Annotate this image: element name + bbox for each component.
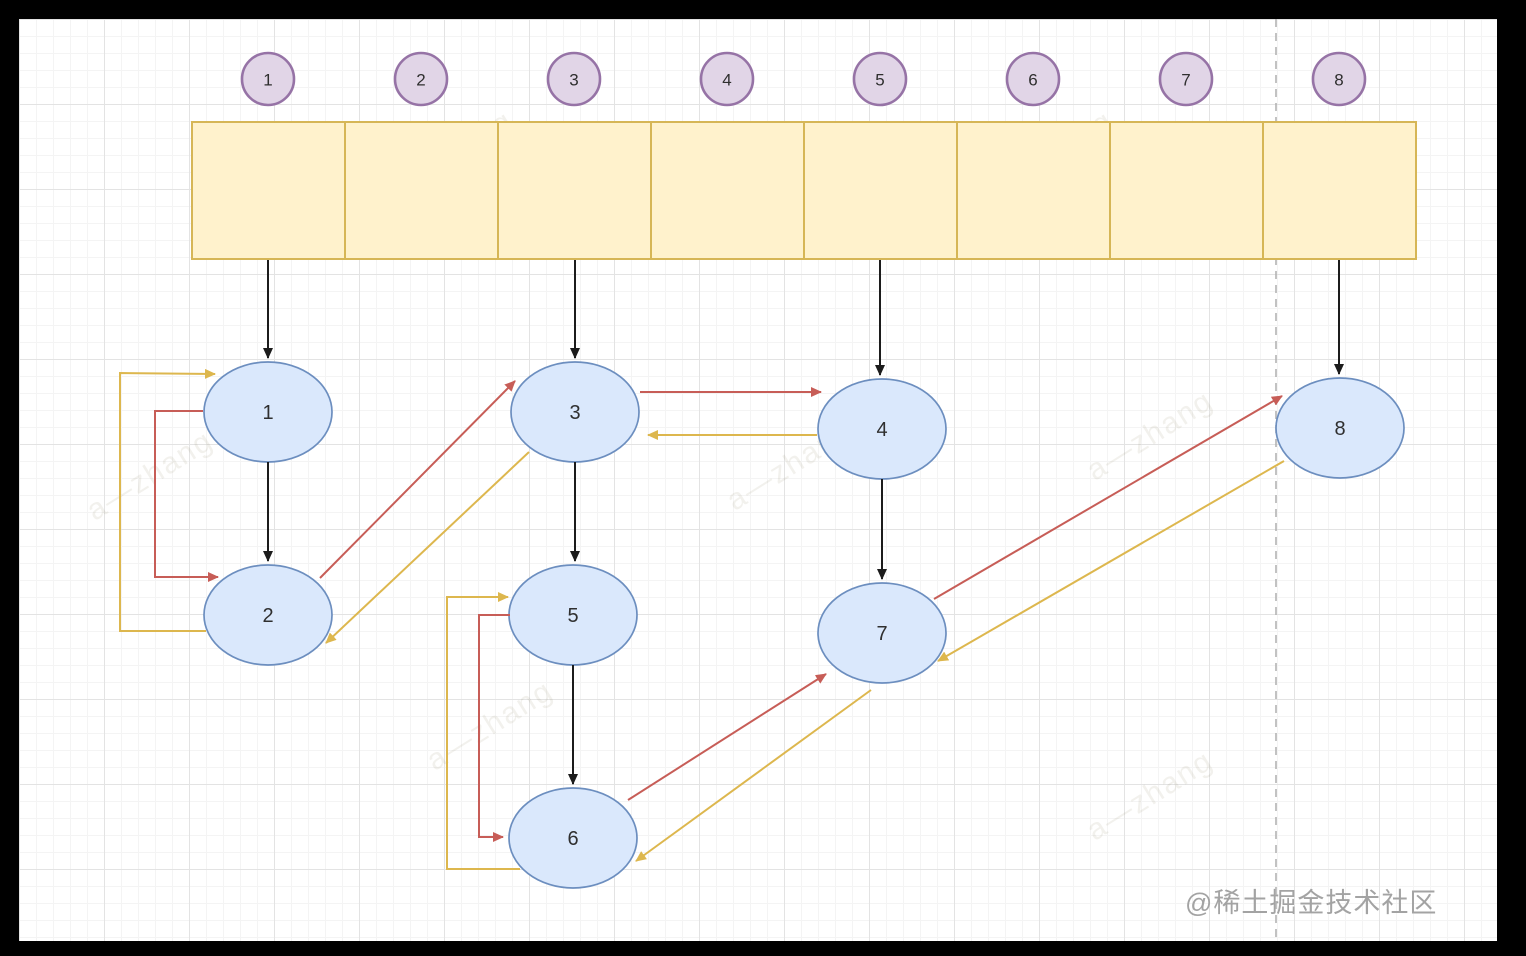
node-3: 3 xyxy=(510,361,640,463)
node-6: 6 xyxy=(508,787,638,889)
index-circle-2: 2 xyxy=(393,51,449,107)
index-circle-label: 8 xyxy=(1334,71,1343,90)
edge-prev-3-2 xyxy=(325,451,530,644)
index-circle-label: 6 xyxy=(1028,71,1037,90)
node-5: 5 xyxy=(508,564,638,666)
index-circle-1: 1 xyxy=(240,51,296,107)
edge-next-5-6 xyxy=(478,614,510,842)
node-7: 7 xyxy=(817,582,947,684)
node-8: 8 xyxy=(1275,377,1405,479)
node-label: 2 xyxy=(262,605,273,627)
node-label: 1 xyxy=(262,402,273,424)
index-circle-label: 3 xyxy=(569,71,578,90)
node-label: 7 xyxy=(876,623,887,645)
index-circle-5: 5 xyxy=(852,51,908,107)
node-label: 4 xyxy=(876,419,887,441)
node-2: 2 xyxy=(203,564,333,666)
index-circle-3: 3 xyxy=(546,51,602,107)
index-circle-4: 4 xyxy=(699,51,755,107)
edge-prev-2-1 xyxy=(119,368,216,632)
edge-next-1-2 xyxy=(154,410,219,582)
node-label: 6 xyxy=(567,828,578,850)
edge-prev-7-6 xyxy=(635,689,872,862)
node-label: 5 xyxy=(567,605,578,627)
index-circle-label: 7 xyxy=(1181,71,1190,90)
edge-next-7-8 xyxy=(933,395,1283,600)
index-circle-label: 4 xyxy=(722,71,731,90)
node-4: 4 xyxy=(817,378,947,480)
edge-next-2-3 xyxy=(319,380,516,579)
community-watermark: @稀土掘金技术社区 xyxy=(1185,888,1438,918)
node-1: 1 xyxy=(203,361,333,463)
node-label: 8 xyxy=(1334,418,1345,440)
index-circle-8: 8 xyxy=(1311,51,1367,107)
index-circle-label: 5 xyxy=(875,71,884,90)
edge-prev-6-5 xyxy=(446,592,520,870)
index-circle-6: 6 xyxy=(1005,51,1061,107)
index-circle-label: 2 xyxy=(416,71,425,90)
index-circle-label: 1 xyxy=(263,71,272,90)
node-label: 3 xyxy=(569,402,580,424)
index-circle-7: 7 xyxy=(1158,51,1214,107)
edge-prev-8-7 xyxy=(937,460,1285,662)
edge-next-6-7 xyxy=(627,673,827,801)
